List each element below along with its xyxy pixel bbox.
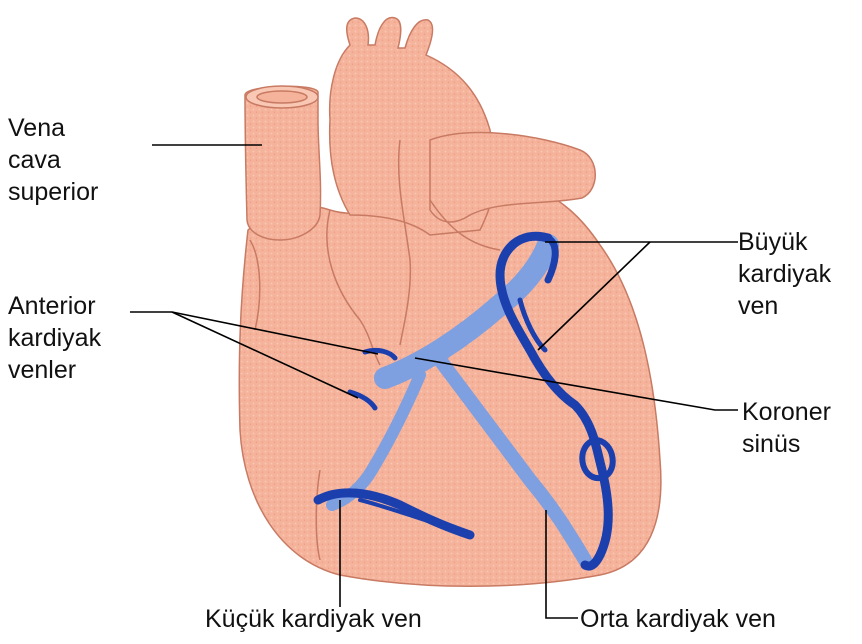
label-coronary-sinus: Koroner sinüs bbox=[742, 396, 831, 460]
label-buyuk-line3: ven bbox=[738, 290, 831, 322]
label-koroner-line1: Koroner bbox=[742, 396, 831, 428]
label-anterior-line1: Anterior bbox=[8, 290, 101, 322]
label-buyuk-line2: kardiyak bbox=[738, 258, 831, 290]
label-small-cardiac-vein: Küçük kardiyak ven bbox=[205, 603, 422, 635]
label-anterior-line2: kardiyak bbox=[8, 322, 101, 354]
heart-body bbox=[239, 18, 661, 587]
label-vena-cava-line2: cava bbox=[8, 144, 98, 176]
label-vena-cava-line1: Vena bbox=[8, 112, 98, 144]
label-anterior-veins: Anterior kardiyak venler bbox=[8, 290, 101, 386]
label-buyuk-line1: Büyük bbox=[738, 226, 831, 258]
label-koroner-line2: sinüs bbox=[742, 428, 831, 460]
label-great-cardiac-vein: Büyük kardiyak ven bbox=[738, 226, 831, 322]
label-middle-cardiac-vein: Orta kardiyak ven bbox=[580, 603, 776, 635]
label-vena-cava-line3: superior bbox=[8, 176, 98, 208]
label-anterior-line3: venler bbox=[8, 354, 101, 386]
label-vena-cava: Vena cava superior bbox=[8, 112, 98, 208]
